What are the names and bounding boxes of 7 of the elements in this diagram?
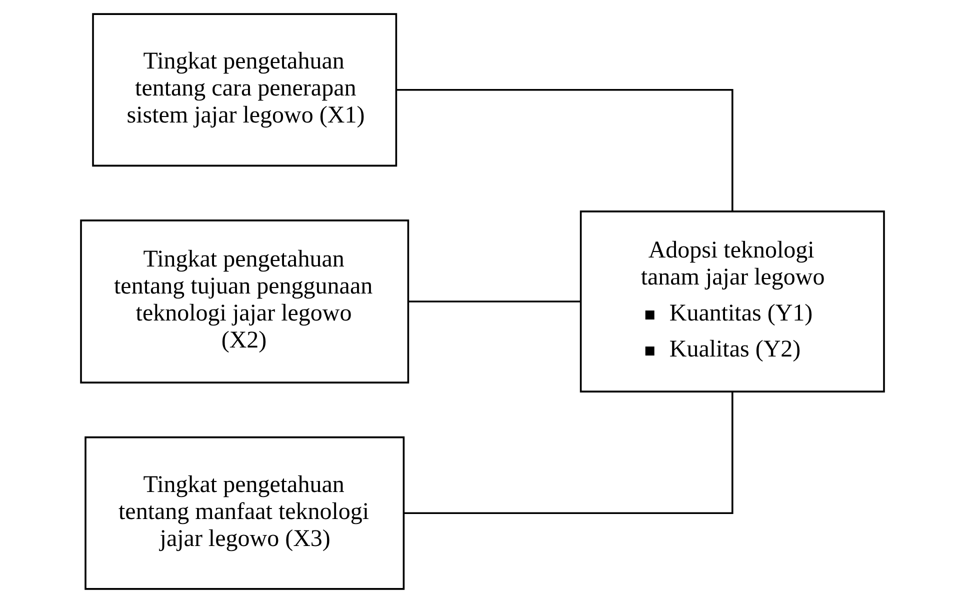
connector bbox=[408, 300, 581, 302]
node-box: Adopsi teknologi tanam jajar legowo Kuantitas (Y1) Kualitas (Y2) bbox=[580, 210, 885, 392]
connector bbox=[404, 392, 734, 514]
node-box: Tingkat pengetahuan tentang tujuan penggunaan teknologi jajar legowo (X2) bbox=[80, 220, 410, 384]
node-box: Tingkat pengetahuan tentang manfaat teknologi jajar legowo (X3) bbox=[84, 436, 405, 590]
node-box: Tingkat pengetahuan tentang cara penerapan sistem jajar legowo (X1) bbox=[92, 13, 398, 167]
connector bbox=[396, 88, 734, 212]
